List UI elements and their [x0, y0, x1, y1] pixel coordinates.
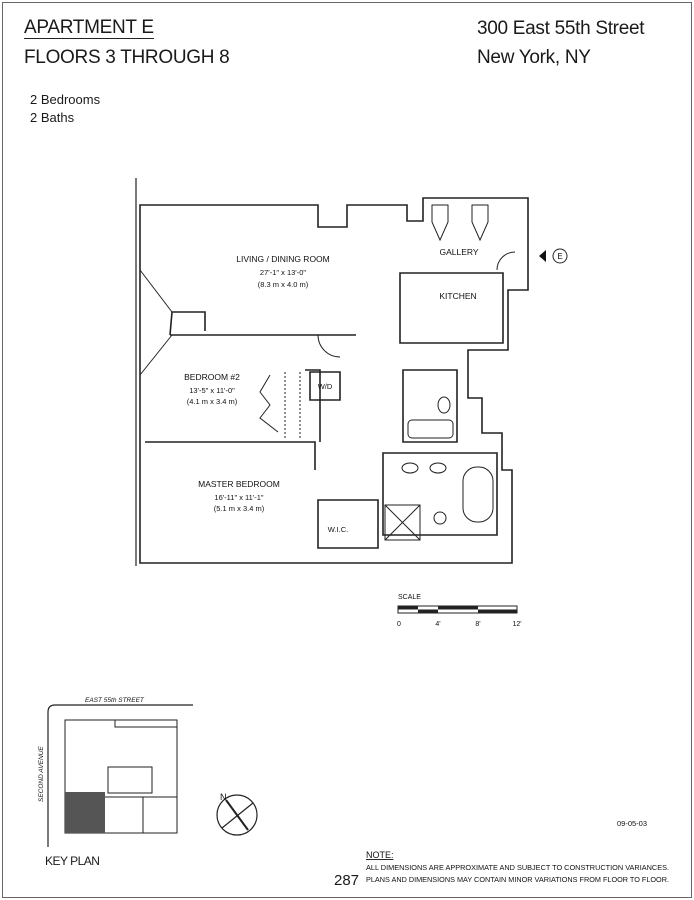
bedroom2-dim-imperial: 13'-5" x 11'-0": [189, 386, 235, 395]
svg-text:8': 8': [475, 621, 480, 628]
bedroom2-dim-metric: (4.1 m x 3.4 m): [187, 397, 238, 406]
date-label: 09-05-03: [617, 819, 647, 828]
svg-text:SCALE: SCALE: [398, 594, 421, 601]
scale-bar: SCALE 0 4' 8' 12': [397, 594, 522, 628]
entry-marker: E: [539, 248, 568, 264]
svg-text:E: E: [557, 252, 562, 261]
master-bedroom-label: MASTER BEDROOM: [198, 479, 280, 489]
wic-label: W.I.C.: [328, 525, 348, 534]
bedroom2-label: BEDROOM #2: [184, 372, 240, 382]
page-number: 287: [334, 872, 360, 889]
master-bedroom-dim-metric: (5.1 m x 3.4 m): [214, 504, 265, 513]
note-line1: ALL DIMENSIONS ARE APPROXIMATE AND SUBJE…: [366, 863, 669, 872]
svg-text:12': 12': [512, 621, 521, 628]
living-room-dim-imperial: 27'-1" x 13'-0": [260, 268, 306, 277]
floors-label: FLOORS 3 THROUGH 8: [24, 47, 230, 68]
north-label: N: [220, 792, 227, 802]
north-compass-icon: [216, 794, 258, 836]
entry-arrow-icon: [539, 250, 546, 262]
svg-text:0: 0: [397, 621, 401, 628]
key-plan: [47, 704, 193, 847]
address-line2: New York, NY: [477, 47, 591, 68]
gallery-label: GALLERY: [439, 247, 478, 257]
avenue-label: SECOND AVENUE: [38, 746, 45, 802]
bedrooms-count: 2 Bedrooms: [30, 92, 101, 107]
street-label: EAST 55th STREET: [85, 697, 145, 704]
key-plan-title: KEY PLAN: [45, 854, 100, 868]
master-bedroom-dim-imperial: 16'-11" x 11'-1": [214, 493, 264, 502]
note-title: NOTE:: [366, 850, 394, 860]
svg-text:4': 4': [435, 621, 440, 628]
plan-walls: [135, 178, 529, 566]
living-room-dim-metric: (8.3 m x 4.0 m): [258, 280, 309, 289]
apartment-title: APARTMENT E: [24, 17, 154, 39]
note-line2: PLANS AND DIMENSIONS MAY CONTAIN MINOR V…: [366, 875, 669, 884]
kitchen-label: KITCHEN: [439, 291, 476, 301]
washer-dryer-label: W/D: [318, 382, 333, 391]
living-room-label: LIVING / DINING ROOM: [236, 254, 330, 264]
baths-count: 2 Baths: [30, 110, 75, 125]
address-line1: 300 East 55th Street: [477, 18, 645, 39]
